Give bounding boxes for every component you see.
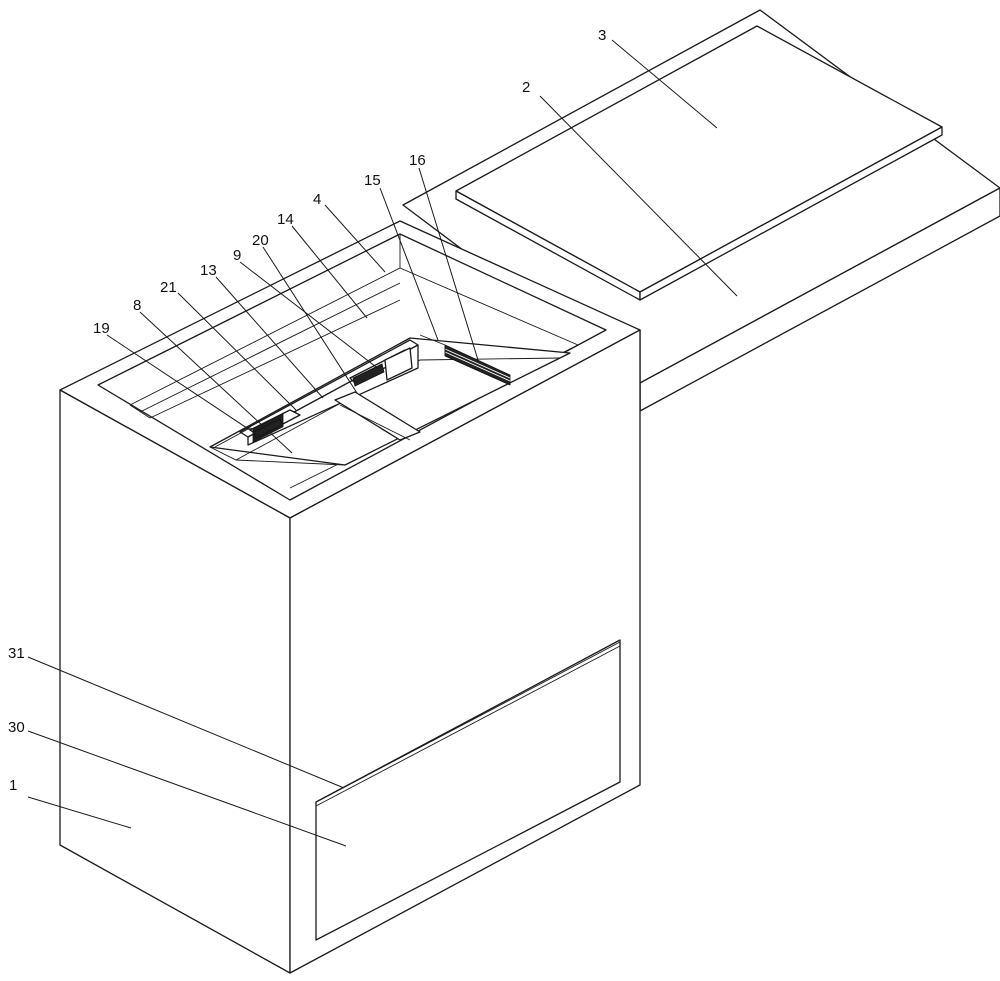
label-20: 20 (252, 232, 269, 249)
drive-block-left (249, 409, 301, 443)
label-13: 13 (200, 262, 217, 279)
label-3: 3 (598, 27, 606, 44)
label-1: 1 (9, 777, 17, 794)
leader-lines (27, 39, 738, 847)
heat-sink-stack (419, 334, 511, 386)
reference-numerals: 3 2 16 15 4 14 20 9 13 21 8 19 31 30 1 (8, 27, 606, 794)
label-21: 21 (160, 279, 177, 296)
cover-plate (455, 25, 943, 301)
label-30: 30 (8, 719, 25, 736)
label-31: 31 (8, 645, 25, 662)
label-14: 14 (277, 211, 294, 228)
label-2: 2 (522, 79, 530, 96)
label-9: 9 (233, 247, 241, 264)
label-15: 15 (364, 172, 381, 189)
drawer (315, 639, 621, 941)
label-16: 16 (409, 152, 426, 169)
drive-block-right (349, 347, 413, 387)
label-8: 8 (133, 297, 141, 314)
label-4: 4 (313, 191, 321, 208)
label-19: 19 (93, 320, 110, 337)
